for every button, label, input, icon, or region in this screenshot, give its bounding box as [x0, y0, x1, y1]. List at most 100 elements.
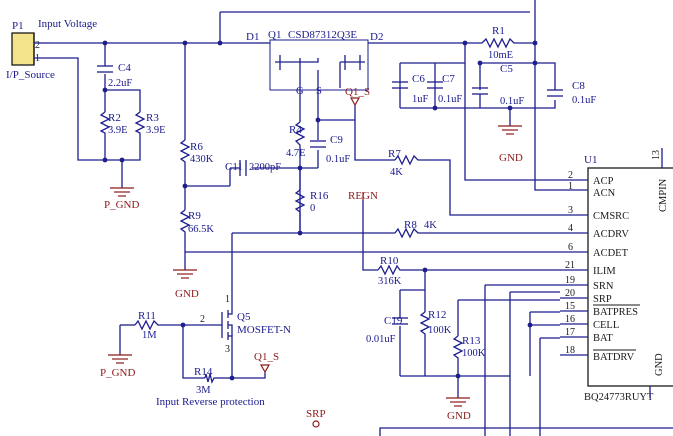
c5-value: 0.1uF	[500, 96, 524, 107]
net-regn: REGN	[348, 190, 378, 202]
u1-pin-acdrv: ACDRV	[593, 229, 629, 240]
u1-pin-batpres: BATPRES	[593, 307, 638, 318]
r1-ref: R1	[492, 25, 505, 37]
junctions	[102, 40, 538, 381]
c5-ref: C5	[500, 63, 513, 75]
u1-pin-num-18: 18	[565, 345, 575, 356]
r7-ref: R7	[388, 148, 401, 160]
gnd-label-c5: GND	[499, 152, 523, 164]
r2-value: 3.9E	[108, 125, 128, 136]
net-q1s-bottom: Q1_S	[254, 351, 279, 374]
ground-gnd-left: GND	[173, 269, 199, 300]
connector-source: I/P_Source	[6, 69, 55, 81]
resistor-r9: R9 66.5K	[179, 209, 214, 235]
r12-ref: R12	[428, 309, 446, 321]
r6-value: 430K	[190, 154, 214, 165]
u1-pin-acn: ACN	[593, 188, 616, 199]
u1-pin-num-1: 1	[568, 181, 573, 192]
ground-gnd-bottom: GND	[446, 397, 471, 422]
u1-pin-cell: CELL	[593, 320, 619, 331]
u1-pin-acdet: ACDET	[593, 248, 629, 259]
resistor-r10: R10 316K	[377, 255, 402, 287]
capacitor-c8: C8 0.1uF	[547, 80, 596, 106]
q5-ref: Q5	[237, 311, 251, 323]
u1-pin-cmsrc: CMSRC	[593, 211, 629, 222]
u1-pin-num-17: 17	[565, 327, 575, 338]
r14-value: 3M	[196, 385, 211, 396]
c4-ref: C4	[118, 62, 131, 74]
r14-ref: R14	[194, 366, 213, 378]
c11-value: 2200pF	[249, 162, 281, 173]
connector-p1: P1 Input Voltage 2 1 I/P_Source	[6, 18, 97, 81]
resistor-r14: R14 3M	[194, 366, 215, 396]
u1-pin-acp: ACP	[593, 176, 614, 187]
r12-value: 100K	[428, 325, 452, 336]
c8-ref: C8	[572, 80, 585, 92]
srp-label: SRP	[306, 408, 326, 420]
resistor-r16: R16 0	[294, 189, 329, 214]
capacitor-c19: C19 0.01uF	[366, 315, 408, 345]
u1-pin-srn: SRN	[593, 281, 614, 292]
c11-ref: C11	[225, 161, 243, 173]
q1-gate-label: G	[296, 86, 304, 97]
c6-ref: C6	[412, 73, 425, 85]
regn-label: REGN	[348, 190, 378, 202]
r6-ref: R6	[190, 141, 203, 153]
u1-part: BQ24773RUYT	[584, 392, 654, 403]
u1-pin-ilim: ILIM	[593, 266, 616, 277]
r4-value: 4.7E	[286, 148, 306, 159]
resistor-r2: R2 3.9E	[99, 111, 128, 136]
resistor-r12: R12 100K	[419, 309, 452, 336]
r1-value: 10mE	[488, 50, 513, 61]
net-q1s-top: Q1_S	[345, 86, 370, 107]
capacitor-c7: C7 0.1uF	[427, 73, 462, 105]
diode-d2-ref: D2	[370, 31, 383, 43]
resistor-r1: R1 10mE	[481, 25, 518, 61]
r11-value: 1M	[142, 330, 157, 341]
q5-part: MOSFET-N	[237, 324, 291, 336]
r10-ref: R10	[380, 255, 399, 267]
wires	[34, 0, 673, 436]
p-gnd-label-top: P_GND	[104, 199, 140, 211]
q1s-bottom-label: Q1_S	[254, 351, 279, 363]
r4-ref: R4	[289, 124, 302, 136]
u1-pin-batdrv: BATDRV	[593, 352, 635, 363]
r3-value: 3.9E	[146, 125, 166, 136]
u1-pin-num-3: 3	[568, 205, 573, 216]
mosfet-q5: Q5 MOSFET-N 1 2 3	[200, 294, 291, 355]
resistor-r3: R3 3.9E	[134, 111, 166, 136]
u1-ref: U1	[584, 154, 597, 166]
q1-part: CSD87312Q3E	[288, 29, 357, 41]
r10-value: 316K	[378, 276, 402, 287]
q5-pin-1: 1	[225, 294, 230, 305]
connector-ref: P1	[12, 20, 24, 32]
r13-value: 100K	[462, 348, 486, 359]
u1-pin-srp: SRP	[593, 294, 612, 305]
u1-pin-gnd: GND	[654, 353, 665, 376]
capacitor-c9: C9 0.1uF	[310, 134, 350, 165]
ground-p-gnd-bottom: P_GND	[100, 354, 136, 379]
ground-p-gnd-top: P_GND	[104, 187, 140, 211]
q1-ref: Q1	[268, 29, 281, 41]
gnd-label-bottom: GND	[447, 410, 471, 422]
r9-ref: R9	[188, 210, 201, 222]
c7-ref: C7	[442, 73, 455, 85]
connector-label: Input Voltage	[38, 18, 97, 30]
r13-ref: R13	[462, 335, 481, 347]
c4-value: 2.2uF	[108, 78, 132, 89]
q5-pin-3: 3	[225, 344, 230, 355]
q1-source-label: S	[316, 86, 322, 97]
u1-pin-num-20: 20	[565, 288, 575, 299]
c7-value: 0.1uF	[438, 94, 462, 105]
r3-ref: R3	[146, 112, 159, 124]
reverse-protection-note: Input Reverse protection	[156, 396, 265, 408]
u1-pin-num-15: 15	[565, 301, 575, 312]
r2-ref: R2	[108, 112, 121, 124]
mosfet-q1: Q1 CSD87312Q3E G S	[268, 29, 369, 97]
u1-pin-num-21: 21	[565, 260, 575, 271]
u1-pin-num-13: 13	[651, 150, 662, 160]
c6-value: 1uF	[412, 94, 429, 105]
resistor-r13: R13 100K	[452, 335, 486, 360]
capacitor-c4: C4 2.2uF	[97, 62, 132, 89]
